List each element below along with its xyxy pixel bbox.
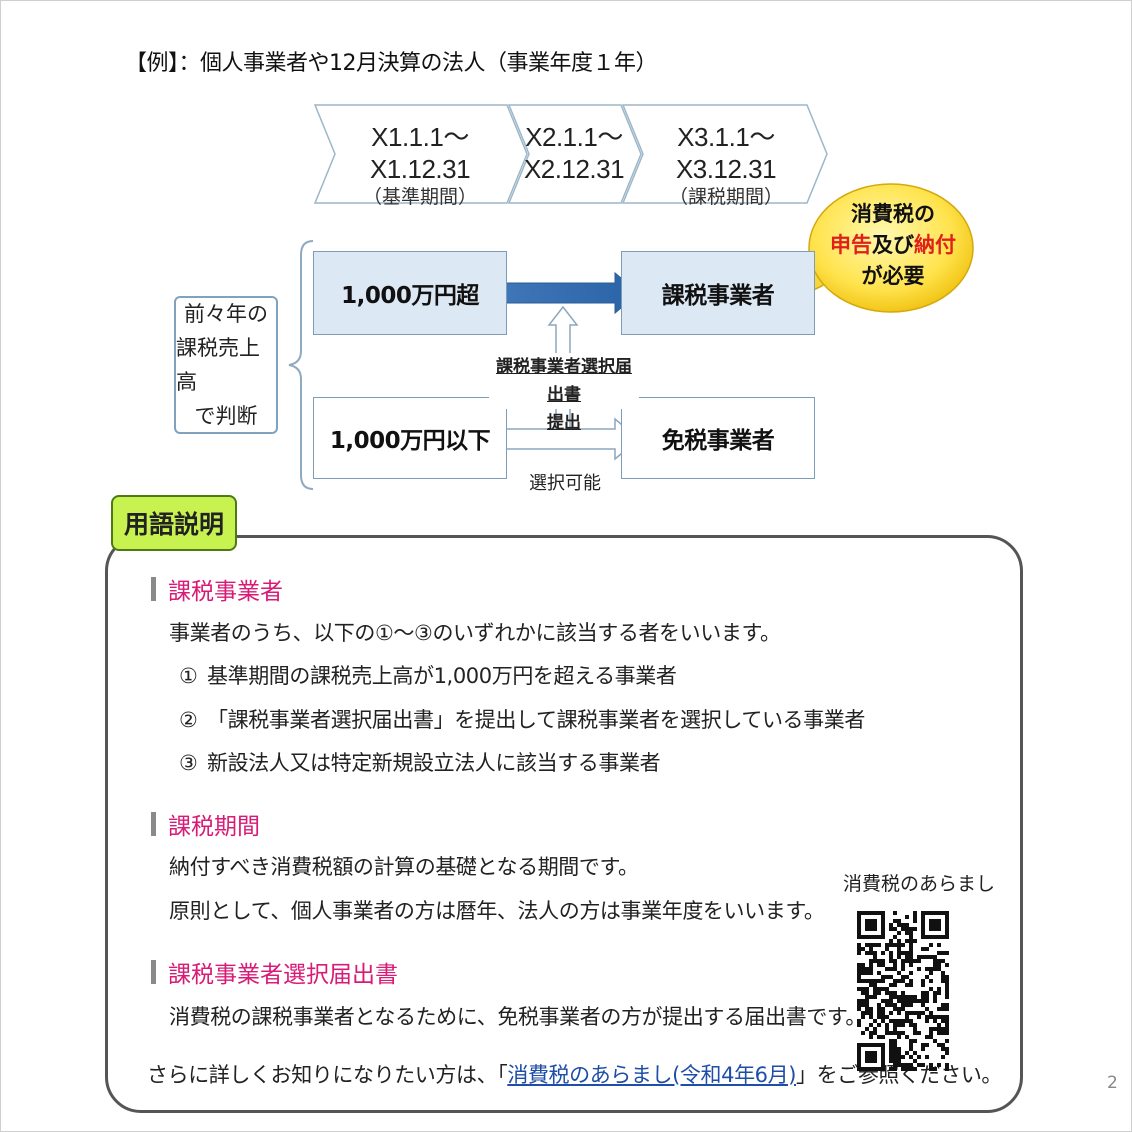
box-over-10m: 1,000万円超	[313, 251, 507, 335]
bubble-line3: が必要	[861, 264, 925, 288]
period-timeline	[313, 104, 828, 204]
term-desc: 事業者のうち、以下の①～③のいずれかに該当する者をいいます。	[169, 621, 781, 645]
item-num: ②	[179, 708, 198, 732]
bubble-text: 消費税の 申告及び納付 が必要	[821, 199, 965, 292]
bubble-line2: 申告及び納付	[821, 230, 965, 261]
bubble-line1: 消費税の	[851, 202, 935, 226]
arrow-over-to-taxable	[498, 271, 640, 315]
example-title: 【例】：個人事業者や12月決算の法人（事業年度１年）	[125, 51, 658, 76]
term-bar	[151, 577, 156, 601]
term-desc: 消費税の課税事業者となるために、免税事業者の方が提出する届出書です。	[169, 1005, 867, 1029]
period-1-sub: （基準期間）	[362, 187, 477, 208]
glossary-tab: 用語説明	[111, 495, 237, 551]
term-title: 課税期間	[168, 814, 260, 840]
judge-box: 前々年の 課税売上高 で判断	[174, 296, 278, 434]
box-under-10m: 1,000万円以下	[313, 397, 507, 479]
period-label-2: X2.1.1～ X2.12.31	[521, 121, 627, 185]
term-bar	[151, 812, 156, 836]
page-number: 2	[1107, 1073, 1118, 1093]
term-selection-notice: 課税事業者選択届出書	[151, 955, 398, 989]
term-title: 課税事業者選択届出書	[168, 962, 398, 988]
period-2-main-line2: X2.12.31	[523, 154, 625, 184]
judge-line1: 前々年の	[184, 302, 268, 326]
item-text: 新設法人又は特定新規設立法人に該当する事業者	[207, 751, 661, 775]
selection-line2: 提出	[547, 413, 581, 433]
footer-prefix: さらに詳しくお知りになりたい方は、「	[147, 1063, 508, 1087]
footer-link[interactable]: 消費税のあらまし(令和4年6月)	[507, 1063, 797, 1087]
flow-arrows	[498, 271, 641, 461]
brace	[288, 240, 314, 490]
item-text: 基準期間の課税売上高が1,000万円を超える事業者	[207, 664, 677, 688]
period-1-main: X1.1.1～X1.12.31	[369, 122, 471, 184]
term-item-2: ② 「課税事業者選択届出書」を提出して課税事業者を選択している事業者	[179, 704, 865, 734]
term-item-3: ③ 新設法人又は特定新規設立法人に該当する事業者	[179, 747, 661, 777]
term-tax-period: 課税期間	[151, 807, 260, 841]
selection-line1: 課税事業者選択届出書	[489, 353, 639, 409]
footer-line: さらに詳しくお知りになりたい方は、「消費税のあらまし(令和4年6月)」をご参照く…	[147, 1059, 1002, 1089]
term-desc-2: 原則として、個人事業者の方は暦年、法人の方は事業年度をいいます。	[169, 899, 825, 923]
selection-notice-label: 課税事業者選択届出書 提出	[489, 353, 639, 437]
item-num: ①	[179, 664, 198, 688]
judge-line2: 課税売上高	[176, 336, 260, 394]
term-desc-1: 納付すべき消費税額の計算の基礎となる期間です。	[169, 855, 639, 879]
choice-label: 選択可能	[529, 473, 601, 494]
bubble-payment: 納付	[914, 233, 956, 257]
period-label-3: X3.1.1～X3.12.31 （課税期間）	[641, 121, 811, 211]
period-3-main: X3.1.1～X3.12.31	[675, 122, 777, 184]
qr-title: 消費税のあらまし	[843, 873, 996, 895]
box-taxable-business: 課税事業者	[621, 251, 815, 335]
term-item-1: ① 基準期間の課税売上高が1,000万円を超える事業者	[179, 660, 677, 690]
item-text: 「課税事業者選択届出書」を提出して課税事業者を選択している事業者	[207, 708, 865, 732]
box-exempt-business: 免税事業者	[621, 397, 815, 479]
period-chevron-1	[313, 104, 528, 204]
term-taxable-business: 課税事業者	[151, 572, 283, 606]
period-chevron-3	[621, 104, 828, 204]
period-chevron-2	[507, 104, 642, 204]
period-3-sub: （課税期間）	[668, 187, 783, 208]
judge-line3: で判断	[194, 404, 258, 428]
bubble-and: 及び	[872, 233, 914, 257]
bubble-filing: 申告	[830, 233, 872, 257]
period-2-main-line1: X2.1.1～	[525, 122, 623, 152]
qr-code[interactable]	[857, 911, 949, 1071]
item-num: ③	[179, 751, 198, 775]
term-title: 課税事業者	[168, 579, 283, 605]
bubble-shape	[782, 183, 974, 313]
term-bar	[151, 960, 156, 984]
period-label-1: X1.1.1～X1.12.31 （基準期間）	[335, 121, 505, 211]
